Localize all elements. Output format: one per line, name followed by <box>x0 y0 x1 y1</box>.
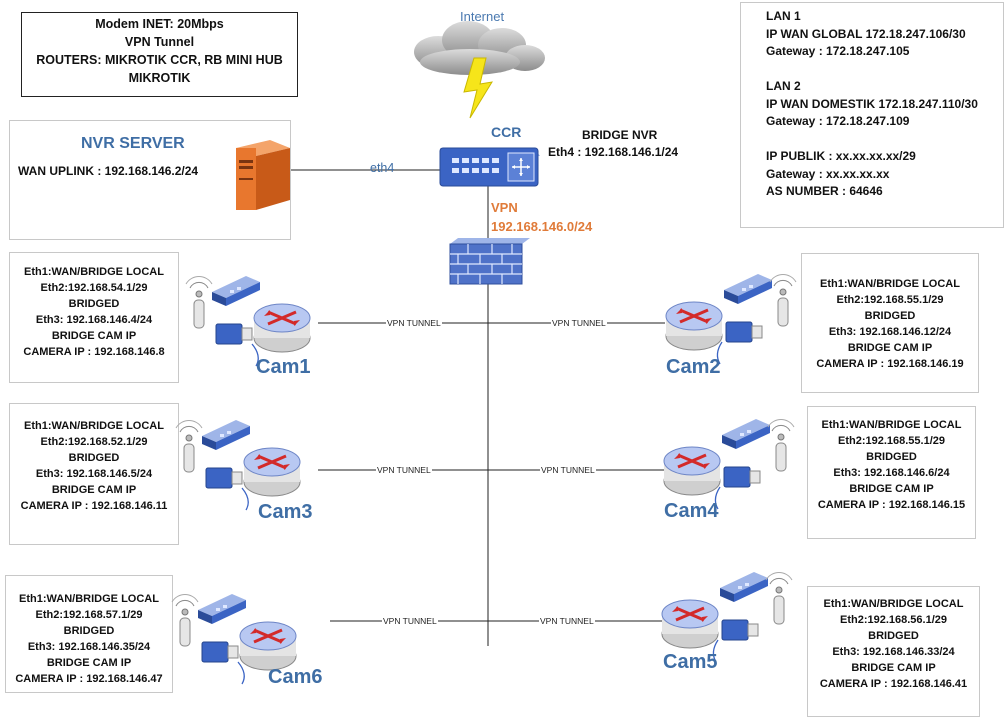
cam-info-line: Eth2:192.168.56.1/29 <box>839 614 948 626</box>
cam-info-line: BRIDGE CAM IP <box>847 342 933 354</box>
lan-line: IP WAN DOMESTIK 172.18.247.110/30 <box>766 96 978 111</box>
eth4-link-label: eth4 <box>370 161 395 175</box>
cam6-info-box: Eth1:WAN/BRIDGE LOCAL Eth2:192.168.57.1/… <box>5 575 173 693</box>
lan-line: Gateway : xx.xx.xx.xx <box>766 166 890 181</box>
cam-info-line: CAMERA IP : 192.168.146.41 <box>819 678 968 690</box>
cam5-info-box: Eth1:WAN/BRIDGE LOCAL Eth2:192.168.56.1/… <box>807 586 980 717</box>
cam-info-line: Eth3: 192.168.146.33/24 <box>832 646 955 658</box>
lan-line: IP WAN GLOBAL 172.18.247.106/30 <box>766 26 966 41</box>
cam-label: Cam4 <box>664 500 719 522</box>
nvr-title: NVR SERVER <box>81 135 185 152</box>
cam-info-line: Eth3: 192.168.146.4/24 <box>35 314 153 326</box>
cam-info-line: Eth2:192.168.52.1/29 <box>40 436 148 448</box>
cam-info-line: CAMERA IP : 192.168.146.11 <box>20 500 168 512</box>
cam-label: Cam6 <box>268 666 323 688</box>
cam-info-line: BRIDGE CAM IP <box>51 330 137 342</box>
vpn-tunnel-label: VPN TUNNEL <box>382 616 438 626</box>
bridge-nvr-title: BRIDGE NVR <box>582 128 658 142</box>
cam-info-line: Eth1:WAN/BRIDGE LOCAL <box>19 593 159 605</box>
lan-line: AS NUMBER : 64646 <box>766 184 883 198</box>
cam2-info-box: Eth1:WAN/BRIDGE LOCAL Eth2:192.168.55.1/… <box>801 253 979 393</box>
cam-label: Cam5 <box>663 651 718 673</box>
lan-line: LAN 2 <box>766 79 801 93</box>
cam-label: Cam2 <box>666 356 721 378</box>
header-line: MIKROTIK <box>128 71 191 85</box>
header-line: ROUTERS: MIKROTIK CCR, RB MINI HUB <box>36 53 283 67</box>
cam-info-line: Eth3: 192.168.146.35/24 <box>27 641 151 653</box>
cam-info-line: Eth1:WAN/BRIDGE LOCAL <box>821 419 962 431</box>
cam-info-line: Eth2:192.168.57.1/29 <box>35 609 143 621</box>
cam-info-line: Eth1:WAN/BRIDGE LOCAL <box>24 420 164 432</box>
bridge-nvr-ip: Eth4 : 192.168.146.1/24 <box>548 145 679 159</box>
lan-line: IP PUBLIK : xx.xx.xx.xx/29 <box>766 149 916 163</box>
cam-info-line: BRIDGED <box>868 630 919 642</box>
lan-line <box>766 131 1003 149</box>
vpn-subnet: 192.168.146.0/24 <box>491 219 593 234</box>
cam1-info-box: Eth1:WAN/BRIDGE LOCAL Eth2:192.168.54.1/… <box>9 252 179 383</box>
cam-info-line: CAMERA IP : 192.168.146.15 <box>817 499 966 511</box>
cam-info-line: Eth1:WAN/BRIDGE LOCAL <box>823 598 964 610</box>
lan-info-box: LAN 1 IP WAN GLOBAL 172.18.247.106/30 Ga… <box>740 2 1004 228</box>
cam-info-line: CAMERA IP : 192.168.146.19 <box>816 358 964 370</box>
cam-info-line: BRIDGED <box>68 298 120 310</box>
cam-info-line: BRIDGED <box>68 452 120 464</box>
lan-line: LAN 1 <box>766 9 801 23</box>
vpn-tunnel-label: VPN TUNNEL <box>540 465 596 475</box>
vpn-tunnel-label: VPN TUNNEL <box>539 616 595 626</box>
lan-line <box>766 61 1003 79</box>
cam-info-line: BRIDGED <box>63 625 115 637</box>
cam-info-line: CAMERA IP : 192.168.146.47 <box>15 673 163 685</box>
header-info-box: Modem INET: 20Mbps VPN Tunnel ROUTERS: M… <box>21 12 298 97</box>
header-line: Modem INET: 20Mbps <box>95 17 224 31</box>
cam-info-line: Eth1:WAN/BRIDGE LOCAL <box>24 266 164 278</box>
cam-info-line: Eth2:192.168.54.1/29 <box>40 282 148 294</box>
lan-line: Gateway : 172.18.247.109 <box>766 114 910 128</box>
cam-label: Cam3 <box>258 501 313 523</box>
cam-info-line: BRIDGE CAM IP <box>51 484 137 496</box>
cam-info-line: BRIDGE CAM IP <box>46 657 132 669</box>
vpn-label: VPN <box>491 200 518 215</box>
vpn-tunnel-label: VPN TUNNEL <box>386 318 442 328</box>
cam-info-line: Eth3: 192.168.146.12/24 <box>828 326 952 338</box>
cam-info-line: Eth3: 192.168.146.5/24 <box>35 468 153 480</box>
cam-info-line: BRIDGE CAM IP <box>851 662 936 674</box>
vpn-tunnel-label: VPN TUNNEL <box>376 465 432 475</box>
vpn-tunnel-label: VPN TUNNEL <box>551 318 607 328</box>
ccr-label: CCR <box>491 124 522 140</box>
cam-info-line: CAMERA IP : 192.168.146.8 <box>23 346 165 358</box>
cam-info-line: Eth3: 192.168.146.6/24 <box>833 467 950 479</box>
cam-info-line: Eth2:192.168.55.1/29 <box>836 294 944 306</box>
nvr-uplink: WAN UPLINK : 192.168.146.2/24 <box>18 164 199 178</box>
cam-info-line: BRIDGED <box>866 451 917 463</box>
internet-label: Internet <box>460 9 505 24</box>
nvr-server-box: NVR SERVER WAN UPLINK : 192.168.146.2/24 <box>9 120 291 240</box>
cam-info-line: BRIDGE CAM IP <box>849 483 934 495</box>
lan-line: Gateway : 172.18.247.105 <box>766 44 910 58</box>
cam-info-line: Eth1:WAN/BRIDGE LOCAL <box>820 278 960 290</box>
cam3-info-box: Eth1:WAN/BRIDGE LOCAL Eth2:192.168.52.1/… <box>9 403 179 545</box>
cam-info-line: BRIDGED <box>864 310 916 322</box>
cam4-info-box: Eth1:WAN/BRIDGE LOCAL Eth2:192.168.55.1/… <box>807 406 976 539</box>
cam-label: Cam1 <box>256 356 311 378</box>
cam-info-line: Eth2:192.168.55.1/29 <box>837 435 946 447</box>
header-line: VPN Tunnel <box>124 35 195 49</box>
